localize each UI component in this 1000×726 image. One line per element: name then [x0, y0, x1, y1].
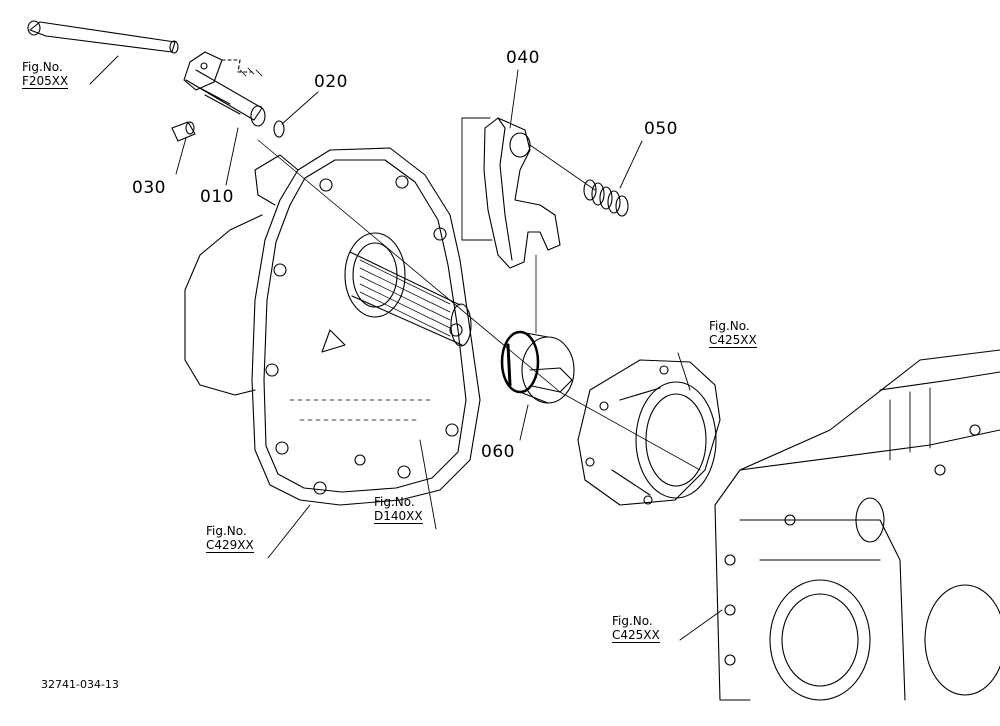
output-shaft-drawing: [344, 232, 472, 347]
shaft-010-drawing: [183, 51, 266, 127]
part-label-010: 010: [200, 187, 234, 207]
fig-ref-d140: Fig.No. D140XX: [374, 495, 423, 524]
fig-ref-c429: Fig.No. C429XX: [206, 524, 254, 553]
fig-ref-caption: Fig.No.: [709, 319, 750, 333]
housing-cover-drawing: [184, 147, 481, 506]
spring-050-drawing: [583, 179, 629, 217]
diagram-code: 32741-034-13: [41, 678, 119, 691]
fig-ref-caption: Fig.No.: [206, 524, 247, 538]
fig-ref-c425-mid: Fig.No. C425XX: [709, 319, 757, 348]
fig-ref-number: C429XX: [206, 538, 254, 553]
fig-ref-number: C425XX: [709, 333, 757, 348]
part-label-060: 060: [481, 442, 515, 462]
transmission-case-drawing: [714, 349, 1000, 701]
shift-fork-040-drawing: [461, 117, 561, 269]
shift-rod-drawing: [27, 20, 179, 54]
leader-lines: [89, 55, 723, 641]
fig-ref-c425-bottom: Fig.No. C425XX: [612, 614, 660, 643]
fig-ref-number: C425XX: [612, 628, 660, 643]
part-label-040: 040: [506, 48, 540, 68]
pin-030-drawing: [171, 121, 196, 142]
flange-drawing: [577, 359, 721, 506]
part-label-030: 030: [132, 178, 166, 198]
fig-ref-caption: Fig.No.: [374, 495, 415, 509]
fig-ref-f205: Fig.No. F205XX: [22, 60, 69, 89]
fig-ref-number: F205XX: [22, 74, 69, 89]
coupling-060-drawing: [500, 330, 575, 404]
part-label-020: 020: [314, 72, 348, 92]
fig-ref-caption: Fig.No.: [612, 614, 653, 628]
center-axis-line: [257, 139, 701, 471]
part-label-050: 050: [644, 119, 678, 139]
fig-ref-caption: Fig.No.: [22, 60, 63, 74]
oring-020-drawing: [273, 120, 285, 138]
fig-ref-number: D140XX: [374, 509, 423, 524]
